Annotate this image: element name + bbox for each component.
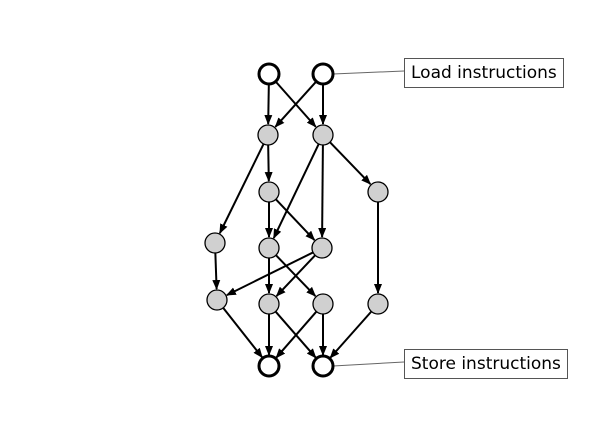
edge-B-F	[272, 143, 320, 239]
instruction-node	[312, 124, 334, 146]
instruction-node	[204, 232, 226, 254]
edge-G-I	[275, 254, 316, 297]
instruction-node	[367, 181, 389, 203]
instruction-node	[258, 237, 280, 259]
edge-G-H	[225, 251, 314, 297]
instruction-node	[312, 293, 334, 315]
callout-leader-lines	[332, 70, 405, 367]
store-instructions-label: Store instructions	[404, 349, 568, 379]
load-instruction-node	[257, 62, 281, 86]
instruction-node	[367, 293, 389, 315]
instruction-node	[258, 293, 280, 315]
store-instruction-node	[311, 354, 335, 378]
edge-C-G	[275, 198, 316, 241]
load-leader-line	[332, 70, 405, 75]
instruction-node	[257, 124, 279, 146]
edge-A-C	[264, 144, 273, 183]
edge-J-S1	[275, 310, 318, 359]
edge-B-D	[329, 141, 372, 185]
store-instruction-node	[257, 354, 281, 378]
load-instructions-label: Load instructions	[404, 58, 564, 88]
instruction-node	[206, 289, 228, 311]
edge-B-G	[318, 144, 327, 239]
instruction-node	[258, 181, 280, 203]
edge-L1-A	[264, 83, 273, 126]
store-leader-line	[332, 361, 405, 367]
edge-H-S1	[222, 307, 263, 359]
edge-L2-A	[274, 80, 318, 128]
edge-A-E	[218, 143, 265, 235]
edge-K-S2	[329, 310, 373, 359]
load-instruction-node	[311, 62, 335, 86]
instruction-node	[311, 237, 333, 259]
edge-E-H	[212, 252, 221, 291]
instruction-nodes	[204, 62, 389, 378]
dependency-edges	[212, 80, 382, 359]
